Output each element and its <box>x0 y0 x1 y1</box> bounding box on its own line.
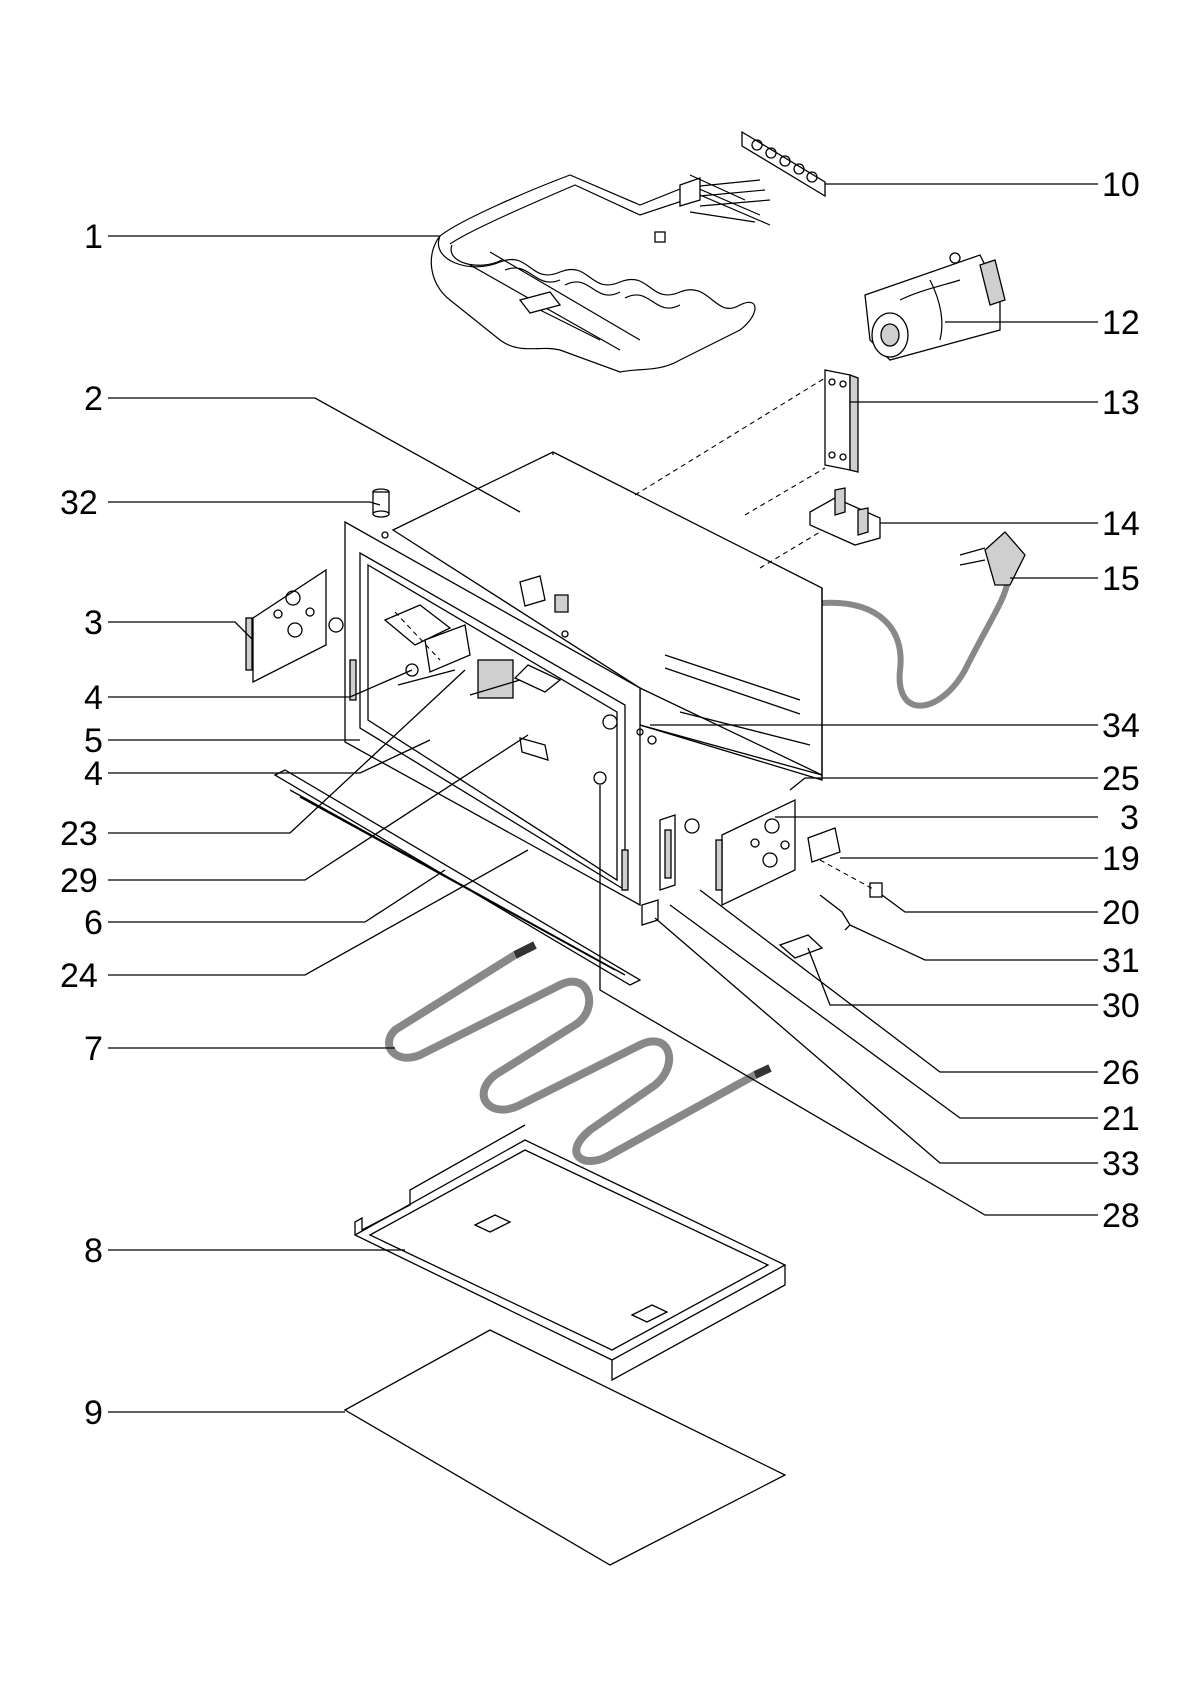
callout-3-left: 3 <box>84 604 103 642</box>
part-6-24-front-rail <box>273 769 642 986</box>
part-3-side-plate-left <box>245 568 344 684</box>
callout-4-upper: 4 <box>84 679 103 717</box>
callout-24: 24 <box>60 957 98 995</box>
part-21-hinge-clip <box>641 899 659 926</box>
callout-3-right: 3 <box>1120 799 1139 837</box>
part-7-bottom-element <box>385 941 772 1165</box>
callout-9: 9 <box>84 1394 103 1432</box>
part-30-plate <box>778 934 824 959</box>
part-3-side-plate-right <box>684 798 796 907</box>
callout-31: 31 <box>1102 942 1140 980</box>
callout-2: 2 <box>84 380 103 418</box>
callout-12: 12 <box>1102 304 1140 342</box>
callout-8: 8 <box>84 1232 103 1270</box>
part-10-terminal-strip <box>741 130 826 198</box>
part-31-clip <box>819 894 851 931</box>
callout-4-lower: 4 <box>84 755 103 793</box>
callout-6: 6 <box>84 904 103 942</box>
part-8-bottom-tray <box>353 1124 787 1382</box>
callout-25: 25 <box>1102 760 1140 798</box>
leader-lines <box>108 183 1098 1413</box>
part-2-oven-cavity <box>391 451 823 781</box>
part-26-hinge <box>659 814 676 891</box>
part-15-power-cable <box>821 531 1026 709</box>
callout-30: 30 <box>1102 987 1140 1025</box>
callout-32: 32 <box>60 484 98 522</box>
callout-10: 10 <box>1102 166 1140 204</box>
callout-21: 21 <box>1102 1100 1140 1138</box>
callout-14: 14 <box>1102 505 1140 543</box>
callout-34: 34 <box>1102 707 1140 745</box>
part-19-bracket <box>807 827 841 863</box>
callout-5: 5 <box>84 722 103 760</box>
callout-33: 33 <box>1102 1145 1140 1183</box>
part-1-grill-element <box>430 174 771 373</box>
part-14-connector <box>809 487 881 546</box>
callout-23: 23 <box>60 815 98 853</box>
callout-labels: 1 2 32 3 4 5 4 23 29 6 24 7 8 9 10 12 13… <box>60 166 1140 1432</box>
part-12-fan-motor <box>864 252 1006 361</box>
callout-29: 29 <box>60 862 98 900</box>
callout-28: 28 <box>1102 1197 1140 1235</box>
part-32-spacer <box>372 488 390 518</box>
part-13-bracket <box>824 369 859 473</box>
part-9-insulation-sheet <box>343 1329 787 1566</box>
callout-15: 15 <box>1102 560 1140 598</box>
callout-7: 7 <box>84 1030 103 1068</box>
callout-19: 19 <box>1102 840 1140 878</box>
callout-1: 1 <box>84 218 103 256</box>
part-20-switch <box>869 882 883 898</box>
cavity-inner-components <box>383 575 618 785</box>
callout-20: 20 <box>1102 894 1140 932</box>
callout-13: 13 <box>1102 384 1140 422</box>
callout-26: 26 <box>1102 1054 1140 1092</box>
